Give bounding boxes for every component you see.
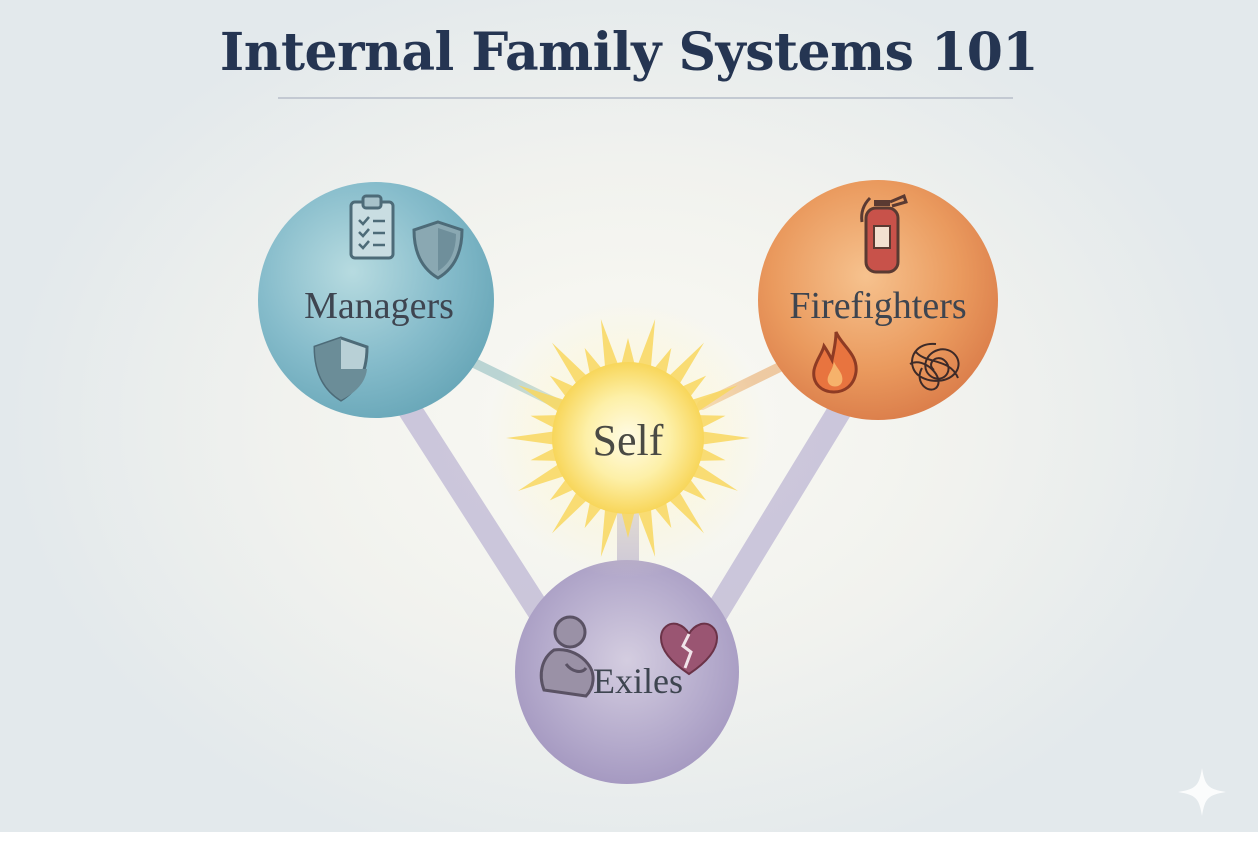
connection-managers-exiles	[398, 398, 560, 637]
curled-figure-icon	[539, 615, 595, 698]
sun-ray	[621, 338, 635, 365]
sun-ray	[530, 415, 558, 429]
exiles-label: Exiles	[593, 661, 683, 701]
sun-ray	[691, 385, 738, 413]
sun-ray	[698, 447, 726, 461]
page-title: Internal Family Systems 101	[219, 22, 1039, 83]
self-node	[488, 298, 768, 578]
fire-extinguisher-icon	[860, 193, 908, 274]
sparkle-icon	[1178, 768, 1226, 816]
title-divider	[278, 97, 1013, 99]
sun-ray	[668, 491, 705, 534]
sun-ray	[600, 508, 619, 557]
sun-ray	[668, 342, 705, 385]
sun-ray	[551, 491, 588, 534]
sun-ray	[506, 431, 555, 445]
self-label: Self	[592, 416, 664, 465]
scribble-icon	[909, 342, 960, 391]
shield-icon	[313, 336, 369, 402]
sun-ray	[691, 463, 738, 491]
shield-icon	[412, 220, 464, 280]
managers-label: Managers	[304, 285, 454, 327]
sun-ray	[518, 463, 565, 491]
sun-ray	[698, 415, 726, 429]
sun-rays	[506, 319, 750, 557]
sun-ray	[621, 511, 635, 538]
firefighters-label: Firefighters	[789, 285, 967, 327]
sun-ray	[551, 342, 588, 385]
bottom-strip	[0, 832, 1258, 848]
sun-ray	[600, 319, 619, 368]
sun-ray	[701, 431, 750, 445]
sun-ray	[653, 501, 672, 529]
flame-icon	[812, 331, 858, 394]
connection-firefighters-exiles	[700, 398, 852, 632]
sun-ray	[584, 501, 603, 529]
sun-ray	[637, 319, 656, 368]
sun-ray	[584, 347, 603, 375]
sun-ray	[653, 347, 672, 375]
sun-ray	[637, 508, 656, 557]
broken-heart-icon	[659, 622, 719, 676]
clipboard-icon	[349, 194, 395, 260]
sun-ray	[530, 447, 558, 461]
sun-ray	[518, 385, 565, 413]
